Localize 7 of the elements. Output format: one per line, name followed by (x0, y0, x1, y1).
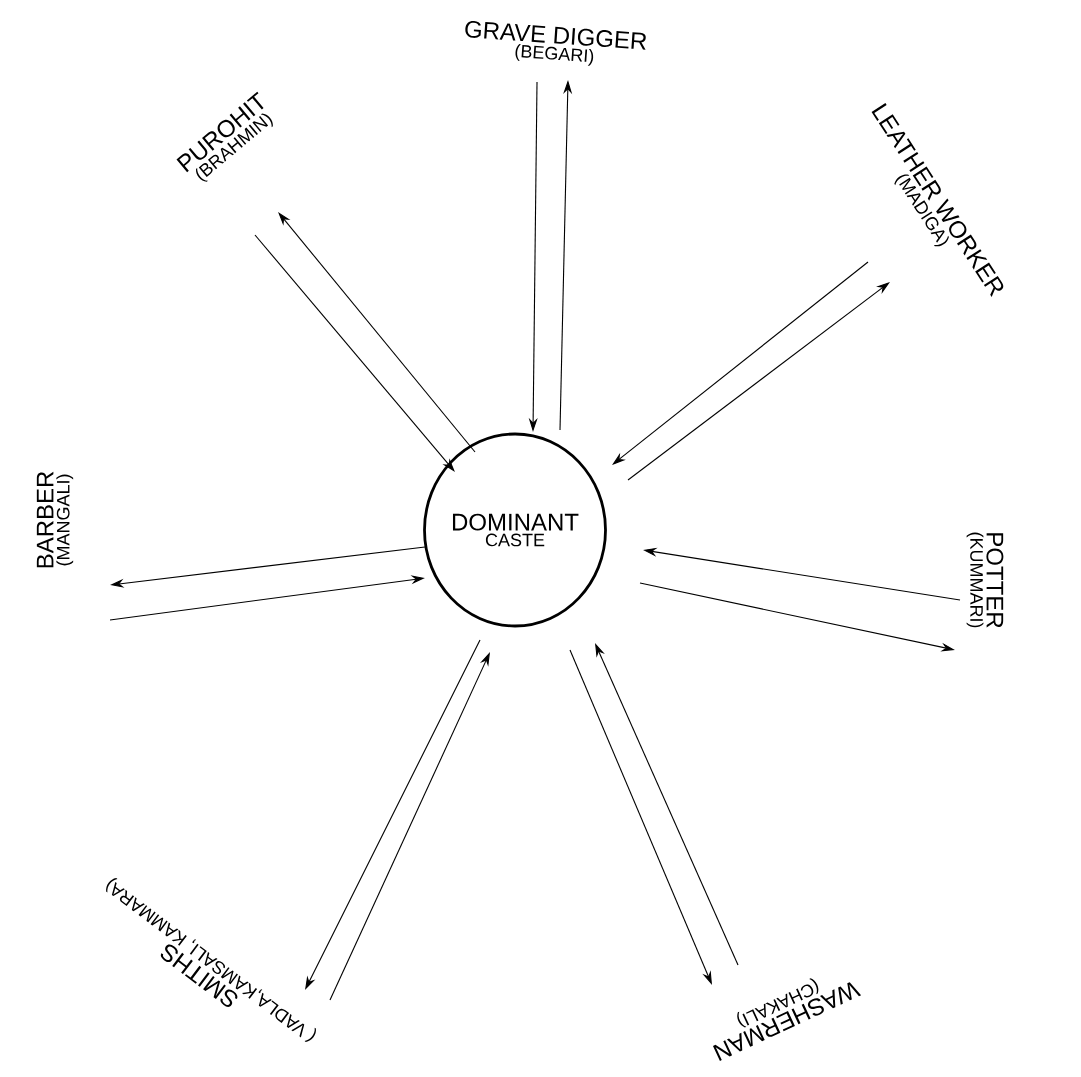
arrow (612, 261, 869, 465)
caste-label: BARBER (MANGALI) (36, 471, 74, 568)
caste-label: GRAVE DIGGER (BEGARI) (465, 20, 646, 66)
arrow (627, 282, 890, 481)
arrow (278, 212, 476, 453)
arrow (254, 234, 455, 472)
caste-label: POTTER (KUMMARI) (966, 532, 1004, 628)
